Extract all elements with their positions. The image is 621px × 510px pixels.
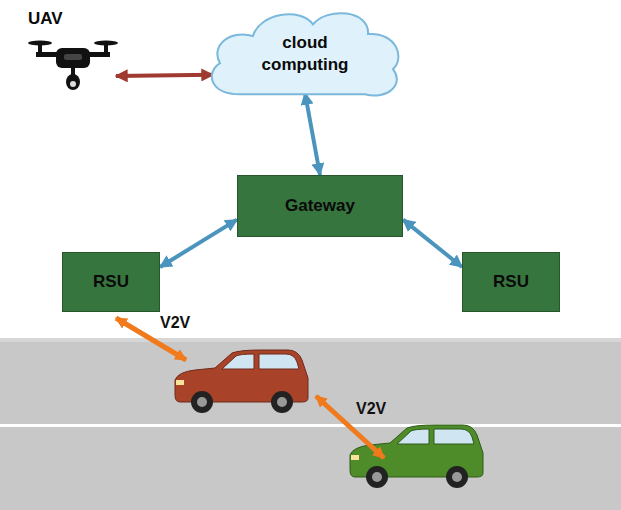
link-label: V2V: [160, 314, 190, 332]
road: [0, 338, 621, 510]
gateway-box: Gateway: [237, 175, 403, 237]
link-label: V2V: [356, 400, 386, 418]
node-label: cloud computing: [248, 32, 363, 75]
node-label: Gateway: [285, 195, 355, 216]
drone-icon: [28, 34, 118, 108]
node-label: RSU: [493, 271, 529, 292]
connector-arrow: [403, 220, 462, 267]
connector-arrow: [160, 220, 237, 267]
v2v-link: [116, 318, 384, 458]
rsu-box: RSU: [462, 252, 560, 312]
green-car: [350, 425, 483, 488]
connector-arrow: [116, 75, 213, 76]
rsu-box: RSU: [62, 252, 160, 312]
uav-node: UAV: [28, 8, 118, 108]
uav-label: UAV: [28, 8, 63, 29]
connector-arrow: [305, 93, 320, 175]
red-car: [175, 350, 308, 413]
cloud-node: cloud computing: [205, 5, 405, 102]
cloud-shape: [205, 5, 405, 102]
node-label: RSU: [93, 271, 129, 292]
